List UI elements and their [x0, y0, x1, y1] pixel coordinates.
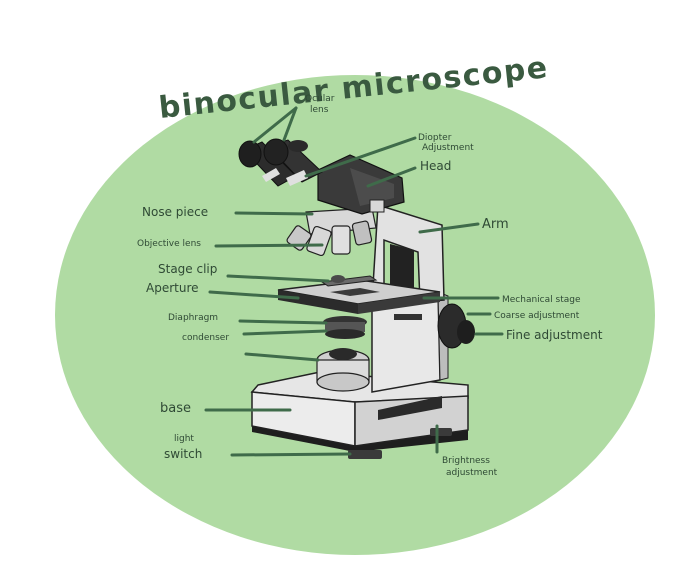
eyepiece-left-ring: [262, 168, 280, 182]
label-diopter-2: Adjustment: [422, 143, 474, 153]
stage-side: [358, 292, 440, 314]
label-arm: Arm: [482, 217, 509, 232]
leader-arm: [418, 222, 480, 234]
label-aperture: Aperture: [146, 281, 199, 295]
label-diopter-1: Diopter: [418, 133, 452, 143]
leader-ocular-a: [252, 106, 298, 144]
leader-diaphragm: [238, 319, 328, 325]
eyepiece-right-ring: [286, 170, 308, 186]
leader-condenser: [242, 329, 328, 336]
stage-aperture: [330, 288, 380, 296]
label-coarse-adjustment: Coarse adjustment: [494, 311, 580, 321]
stage-clip-shape: [320, 275, 378, 287]
leader-light-switch: [230, 452, 352, 457]
eyepieces: [238, 138, 323, 187]
label-brightness-1: Brightness: [442, 456, 490, 466]
labels: Ocular lens Diopter Adjustment Head Nose…: [137, 94, 603, 478]
arm-dark: [390, 244, 414, 298]
stage-clip-knob: [331, 275, 345, 283]
leader-aperture: [208, 290, 300, 300]
illuminator-lamp: [329, 348, 357, 360]
label-mechanical-stage: Mechanical stage: [502, 295, 581, 305]
label-head: Head: [420, 159, 451, 173]
microscope-illustration: [238, 138, 475, 459]
leader-ocular-b: [282, 106, 298, 142]
label-light-switch-1: light: [174, 434, 194, 444]
eyepiece-collar: [288, 140, 308, 152]
leader-nose-piece: [234, 211, 314, 216]
mechanical-stage-bar: [394, 314, 422, 320]
leader-diopter: [304, 136, 417, 178]
eyepiece-left-cap: [238, 140, 262, 168]
background-circle: [55, 75, 655, 555]
leader-head: [366, 166, 417, 188]
label-stage-clip: Stage clip: [158, 262, 217, 276]
label-brightness-2: adjustment: [446, 468, 498, 478]
label-base: base: [160, 401, 191, 416]
label-condenser: condenser: [182, 333, 229, 343]
fine-knob: [457, 320, 475, 344]
objective-lens: [306, 225, 332, 257]
label-ocular-lens-1: Ocular: [305, 94, 335, 104]
light-switch-knob: [348, 450, 382, 459]
leader-stage-clip: [226, 274, 330, 283]
objective-lens: [351, 220, 373, 246]
eyepiece-right-cap: [263, 138, 289, 166]
leader-illuminator: [244, 352, 320, 362]
condenser-ring: [325, 329, 365, 339]
label-diaphragm: Diaphragm: [168, 313, 218, 323]
head-neck: [369, 199, 385, 213]
stage-front: [278, 290, 358, 314]
label-fine-adjustment: Fine adjustment: [506, 328, 603, 342]
label-nose-piece: Nose piece: [142, 205, 208, 219]
illuminator-bottom: [316, 372, 370, 392]
leader-lines: [204, 106, 504, 457]
label-objective-lens: Objective lens: [137, 239, 201, 249]
head-highlight: [350, 168, 394, 206]
label-ocular-lens-2: lens: [310, 105, 329, 115]
brightness-panel: [378, 396, 442, 420]
brightness-knob: [430, 428, 452, 436]
leader-objective: [214, 243, 324, 248]
label-light-switch-2: switch: [164, 447, 202, 461]
objective-lens: [331, 225, 351, 255]
condenser-body: [325, 322, 365, 332]
